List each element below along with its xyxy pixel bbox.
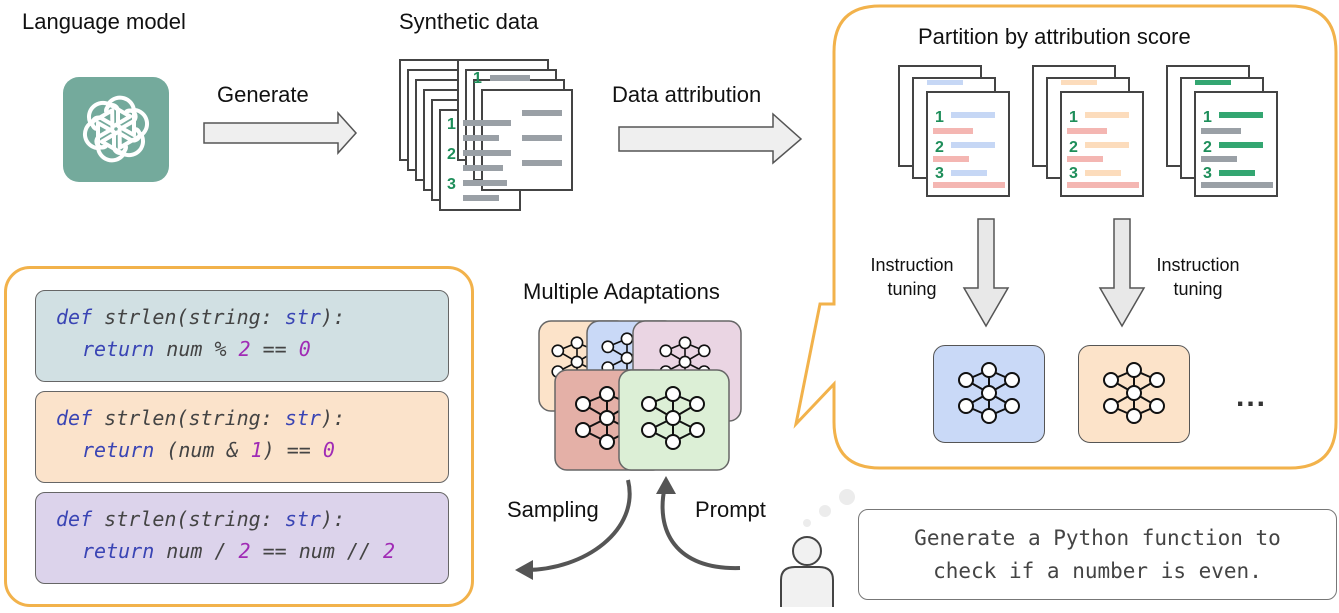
svg-text:2: 2 — [1069, 139, 1078, 156]
svg-text:1: 1 — [1069, 109, 1078, 126]
svg-text:2: 2 — [935, 139, 944, 156]
partition-title: Partition by attribution score — [918, 24, 1191, 49]
svg-text:1: 1 — [935, 109, 944, 126]
svg-text:1: 1 — [1203, 109, 1212, 126]
svg-text:2: 2 — [447, 146, 456, 163]
generate-arrow-icon — [203, 111, 358, 155]
svg-text:2: 2 — [1203, 139, 1212, 156]
tuned-model-blue — [933, 345, 1045, 443]
prompt-label: Prompt — [695, 497, 766, 522]
neural-network-icon — [958, 362, 1020, 424]
svg-text:1: 1 — [447, 116, 456, 133]
svg-text:1: 1 — [473, 70, 482, 87]
code-sample-3: def strlen(string: str): return num / 2 … — [35, 492, 449, 584]
code-sample-2: def strlen(string: str): return (num & 1… — [35, 391, 449, 483]
openai-logo-icon — [63, 77, 169, 182]
svg-text:3: 3 — [935, 165, 944, 182]
prompt-text-box: Generate a Python function to check if a… — [858, 509, 1337, 600]
generate-label: Generate — [217, 82, 309, 107]
multiple-adaptations-icon — [538, 320, 742, 471]
partition-doc-stacks-icon: 1 2 3 1 2 3 1 2 3 — [898, 65, 1278, 197]
svg-text:3: 3 — [1069, 165, 1078, 182]
svg-text:3: 3 — [1203, 165, 1212, 182]
data-attribution-label: Data attribution — [612, 82, 762, 107]
person-icon — [780, 489, 855, 607]
tuned-model-orange — [1078, 345, 1190, 443]
code-samples-panel — [4, 266, 474, 607]
svg-text:3: 3 — [447, 176, 456, 193]
arrow-down-icon — [962, 218, 1010, 328]
synthetic-data-label: Synthetic data — [399, 9, 539, 34]
neural-network-icon — [1103, 362, 1165, 424]
multiple-adaptations-title: Multiple Adaptations — [523, 279, 720, 304]
synthetic-data-stack-icon: 1 2 3 1 — [399, 59, 573, 211]
arrow-down-icon — [1098, 218, 1146, 328]
data-attribution-arrow-icon — [618, 112, 803, 165]
code-sample-1: def strlen(string: str): return num % 2 … — [35, 290, 449, 382]
more-models-ellipsis: ... — [1236, 380, 1268, 413]
sampling-label: Sampling — [507, 497, 599, 522]
language-model-label: Language model — [22, 9, 186, 34]
curved-arrows-icon — [515, 476, 741, 580]
